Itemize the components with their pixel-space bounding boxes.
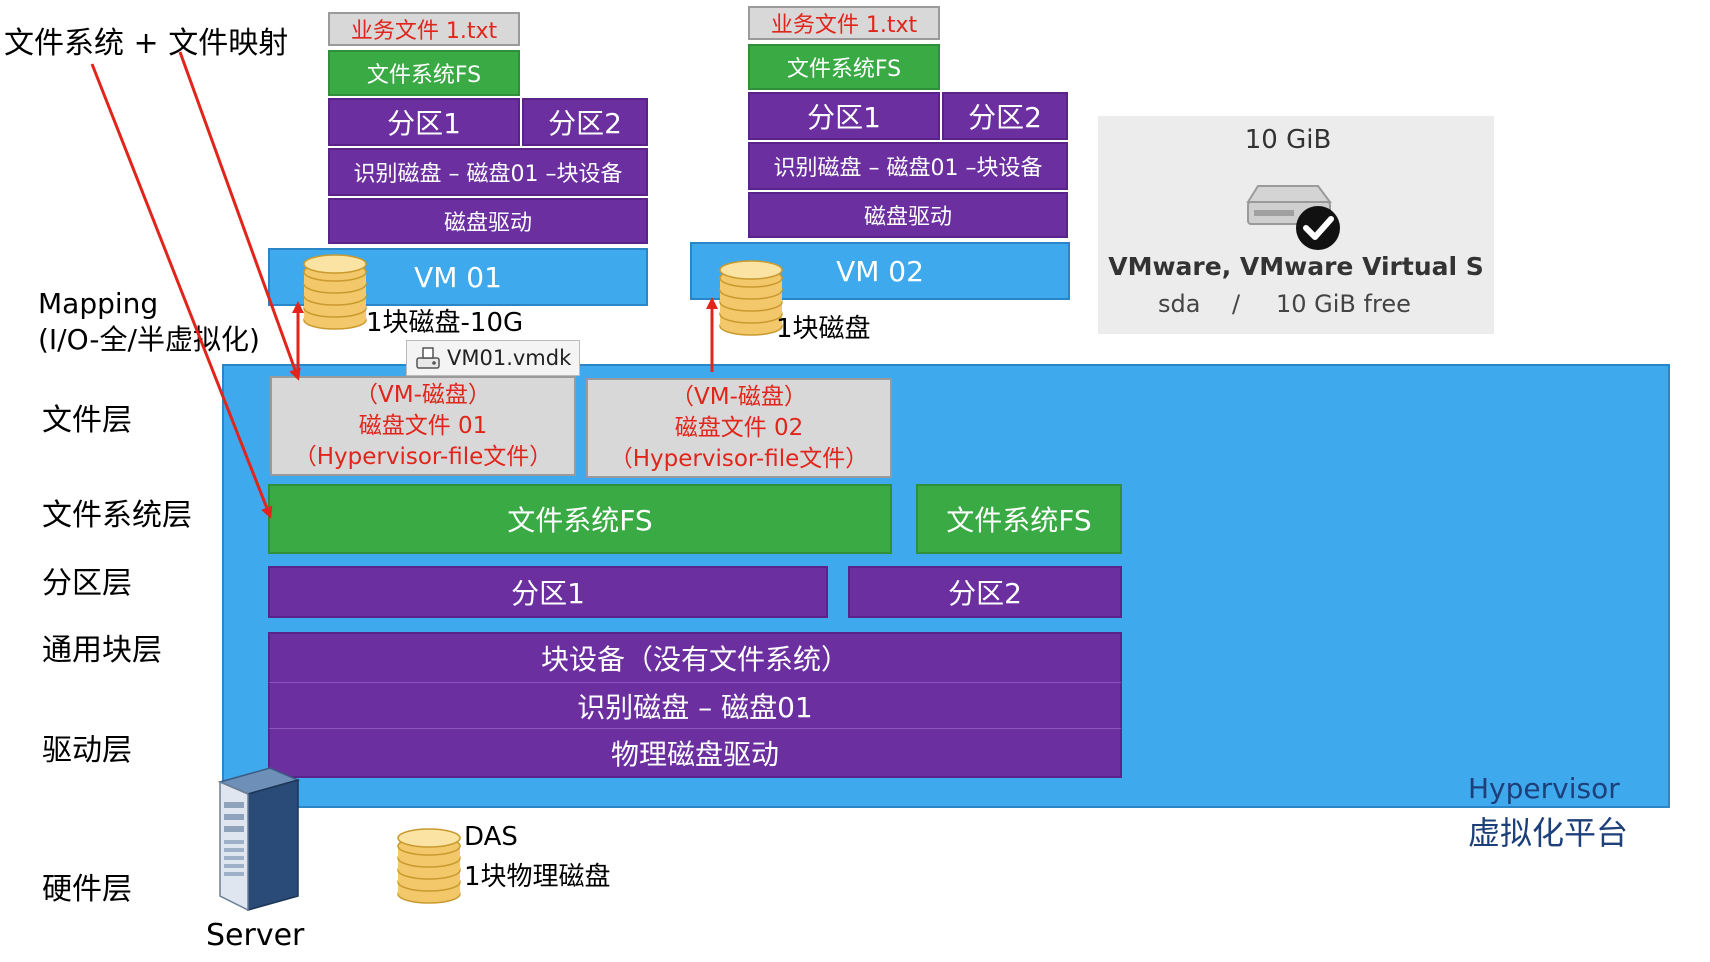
hypervisor-partition-1: 分区1 [268,566,828,618]
disk-card: 10 GiB VMware, VMware Virtual S sda / 10… [1098,116,1494,334]
vm2-partition-2: 分区2 [942,92,1068,140]
vm1-identify-disk: 识别磁盘 – 磁盘01 –块设备 [328,148,648,196]
file-01-line2: 磁盘文件 01 [358,413,488,439]
vm2-business-file: 业务文件 1.txt [748,6,940,40]
vm2-disk-driver: 磁盘驱动 [748,192,1068,238]
vm2-filesystem: 文件系统FS [748,44,940,90]
das-disk-icon [397,828,461,904]
hypervisor-physical-driver: 物理磁盘驱动 [268,728,1122,778]
layer-label-driver: 驱动层 [42,733,132,768]
vm1-filesystem: 文件系统FS [328,50,520,96]
vm1-partition-1: 分区1 [328,98,520,146]
vm2-partition-1: 分区1 [748,92,940,140]
disk-device: sda [1158,290,1201,318]
das-title: DAS [464,822,518,852]
vm1-partition-2: 分区2 [522,98,648,146]
disk-model: VMware, VMware Virtual S [1108,251,1484,281]
vm2-identify-disk: 识别磁盘 – 磁盘01 –块设备 [748,142,1068,190]
disk-file-icon [416,347,440,369]
vm2-disk-icon [719,260,783,336]
vm1-disk-label: 1块磁盘-10G [366,308,524,338]
disk-size: 10 GiB [1244,125,1332,155]
disk-slash: / [1232,290,1241,318]
hypervisor-filesystem-1: 文件系统FS [268,484,892,554]
vm1-disk-driver: 磁盘驱动 [328,198,648,244]
hard-drive-check-icon [1246,185,1340,250]
file-02-line1: （VM-磁盘） [671,384,807,410]
vm2-disk-label: 1块磁盘 [776,314,871,344]
file-01-line3: （Hypervisor-file文件） [293,444,553,470]
hypervisor-disk-file-02: （VM-磁盘） 磁盘文件 02 （Hypervisor-file文件） [586,378,892,478]
hypervisor-label-cn: 虚拟化平台 [1468,814,1629,852]
file-02-line2: 磁盘文件 02 [674,415,804,441]
hypervisor-disk-file-01: （VM-磁盘） 磁盘文件 01 （Hypervisor-file文件） [270,376,576,476]
file-02-line3: （Hypervisor-file文件） [609,446,869,472]
disk-free: 10 GiB free [1276,290,1411,318]
vm2-box: VM 02 [690,242,1070,300]
layer-label-fs: 文件系统层 [42,498,192,533]
layer-label-file: 文件层 [42,403,132,438]
mapping-label: Mapping (I/O-全/半虚拟化) [38,287,260,356]
hypervisor-block-device: 块设备（没有文件系统） [268,632,1122,682]
hypervisor-label: Hypervisor [1468,772,1620,805]
server-label: Server [206,918,305,953]
vm1-disk-icon [303,254,367,330]
server-icon [217,767,301,912]
hypervisor-filesystem-2: 文件系统FS [916,484,1122,554]
layer-label-partition: 分区层 [42,566,132,601]
file-01-line1: （VM-磁盘） [355,382,491,408]
layer-label-hardware: 硬件层 [42,872,132,907]
top-annotation: 文件系统 + 文件映射 [4,26,289,61]
hypervisor-identify-disk: 识别磁盘 – 磁盘01 [268,682,1122,728]
vmdk-tag: VM01.vmdk [406,340,580,376]
layer-label-block: 通用块层 [42,633,162,668]
vm1-business-file: 业务文件 1.txt [328,12,520,46]
vmdk-filename: VM01.vmdk [447,346,572,370]
das-subtitle: 1块物理磁盘 [464,862,611,892]
hypervisor-partition-2: 分区2 [848,566,1122,618]
